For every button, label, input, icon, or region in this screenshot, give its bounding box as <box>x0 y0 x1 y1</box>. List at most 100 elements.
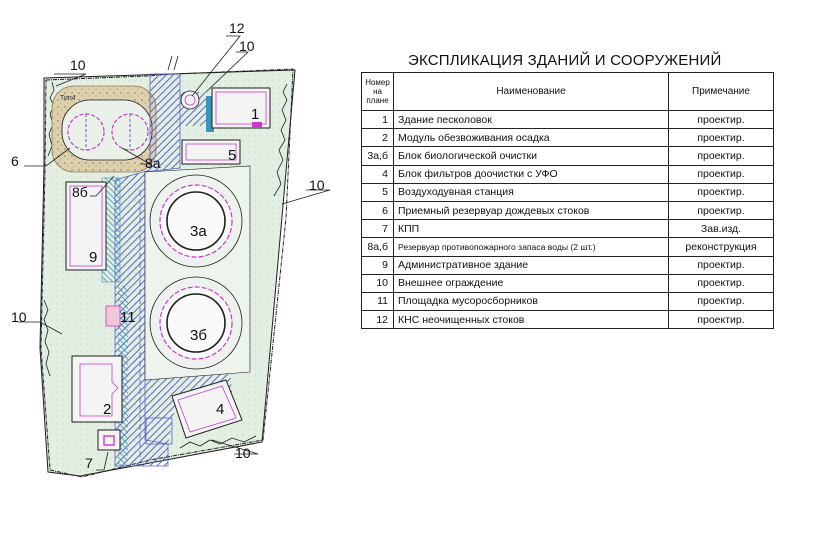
bio-tank-3b-ring <box>159 286 233 360</box>
fence-zigzag-bottom <box>179 435 257 449</box>
label-building-9: 9 <box>89 249 97 266</box>
label-building-2: 2 <box>103 401 111 418</box>
row-name: Блок фильтров доочистки с УФО <box>393 164 669 184</box>
row-name: Внешнее ограждение <box>393 273 669 293</box>
fence-zigzag <box>47 81 55 157</box>
callout-10-right: 10 <box>309 177 325 193</box>
explication-title: ЭКСПЛИКАЦИЯ ЗДАНИЙ И СООРУЖЕНИЙ <box>408 52 722 69</box>
entry-mark-right <box>173 55 179 71</box>
walkway-lower <box>118 286 128 466</box>
row-number: 8а,б <box>361 237 394 257</box>
table-row: 7 КПП Зав.изд. <box>361 219 774 239</box>
row-name: Здание песколовок <box>393 109 669 130</box>
building-5-inner <box>185 143 237 161</box>
callout-8b: 8б <box>72 184 88 200</box>
callout-10-top-left: 10 <box>70 57 86 73</box>
row-name: Резервуар противопожарного запаса воды (… <box>393 237 669 257</box>
callout-6: 6 <box>11 153 19 169</box>
label-tank-3b: 3б <box>190 327 207 344</box>
row-note: проектир. <box>668 200 774 221</box>
fence-zigzag-left <box>43 299 51 377</box>
fence-zigzag-right <box>273 83 288 197</box>
table-row: 8а,б Резервуар противопожарного запаса в… <box>361 237 774 257</box>
row-note: реконструкция <box>668 237 774 257</box>
row-number: 5 <box>361 182 394 202</box>
row-number: 7 <box>361 219 394 239</box>
row-note: проектир. <box>668 164 774 184</box>
label-tank-3a: 3а <box>190 223 207 240</box>
building-4-apron <box>145 417 173 445</box>
building-9 <box>65 181 107 271</box>
callout-7: 7 <box>85 455 93 471</box>
checkpoint-7 <box>97 429 121 451</box>
bio-tank-3a-ring <box>159 184 233 258</box>
building-1-inner <box>215 91 267 125</box>
building-4-inner <box>177 385 237 433</box>
row-note: проектир. <box>668 273 774 293</box>
table-row: 1 Здание песколовок проектир. <box>361 109 774 130</box>
site-plan: Тип4 <box>11 20 331 478</box>
table-row: 9 Административное здание проектир. <box>361 255 774 275</box>
building-1-door <box>252 122 262 128</box>
table-row: 2 Модуль обезвоживания осадка проектир. <box>361 128 774 148</box>
row-number: 6 <box>361 200 394 221</box>
walkway-right <box>206 96 214 132</box>
label-building-1: 1 <box>251 106 259 123</box>
entry-mark-left <box>167 55 173 71</box>
table-row: 3а,б Блок биологической очистки проектир… <box>361 146 774 166</box>
gravel-small-label: Тип4 <box>60 95 76 102</box>
callout-12: 12 <box>229 20 245 36</box>
table-row: 4 Блок фильтров доочистки с УФО проектир… <box>361 164 774 184</box>
header-note: Примечание <box>668 72 774 111</box>
row-name: Модуль обезвоживания осадка <box>393 128 669 148</box>
header-number-line-1: Номер <box>365 78 390 87</box>
header-number-line-3: плане <box>366 96 389 105</box>
label-building-5: 5 <box>228 147 236 164</box>
header-number: Номер на плане <box>361 72 394 111</box>
label-building-4: 4 <box>216 401 224 418</box>
leader-lines <box>18 35 331 471</box>
stormwater-tank-6 <box>61 99 153 161</box>
row-note: проектир. <box>668 109 774 130</box>
callout-10-top-right: 10 <box>239 38 255 54</box>
row-number: 1 <box>361 109 394 130</box>
table-row: 5 Воздуходувная станция проектир. <box>361 182 774 202</box>
row-note: проектир. <box>668 255 774 275</box>
row-name: КПП <box>393 219 669 239</box>
label-garbage-11: 11 <box>120 309 136 326</box>
building-2 <box>71 355 123 423</box>
table-row: 12 КНС неочищенных стоков проектир. <box>361 310 774 330</box>
pump-station-12-inner <box>184 94 196 106</box>
header-name: Наименование <box>393 72 669 111</box>
building-2-inner <box>79 363 119 417</box>
header-number-line-2: на <box>373 87 382 96</box>
callout-8a: 8а <box>145 155 161 171</box>
table-row: 11 Площадка мусоросборников проектир. <box>361 291 774 312</box>
row-number: 11 <box>361 291 394 312</box>
garbage-area-11 <box>105 305 121 327</box>
building-9-inner <box>69 185 103 267</box>
row-number: 12 <box>361 310 394 330</box>
explication-table: Номер на плане Наименование Примечание 1… <box>361 72 774 330</box>
checkpoint-7-inner <box>103 435 115 446</box>
row-number: 10 <box>361 273 394 293</box>
row-name: КНС неочищенных стоков <box>393 310 669 330</box>
table-header-row: Номер на плане Наименование Примечание <box>361 72 774 111</box>
bio-tank-3b-core <box>166 293 226 353</box>
row-note: Зав.изд. <box>668 219 774 239</box>
row-note: проектир. <box>668 146 774 166</box>
row-name: Приемный резервуар дождевых стоков <box>393 200 669 221</box>
table-row: 6 Приемный резервуар дождевых стоков про… <box>361 200 774 221</box>
row-number: 2 <box>361 128 394 148</box>
row-number: 3а,б <box>361 146 394 166</box>
row-name: Административное здание <box>393 255 669 275</box>
row-number: 4 <box>361 164 394 184</box>
table-row: 10 Внешнее ограждение проектир. <box>361 273 774 293</box>
row-note: проектир. <box>668 291 774 312</box>
building-4 <box>171 379 243 439</box>
row-name: Блок биологической очистки <box>393 146 669 166</box>
row-number: 9 <box>361 255 394 275</box>
row-name: Воздуходувная станция <box>393 182 669 202</box>
row-note: проектир. <box>668 128 774 148</box>
bio-tank-3a-core <box>166 191 226 251</box>
